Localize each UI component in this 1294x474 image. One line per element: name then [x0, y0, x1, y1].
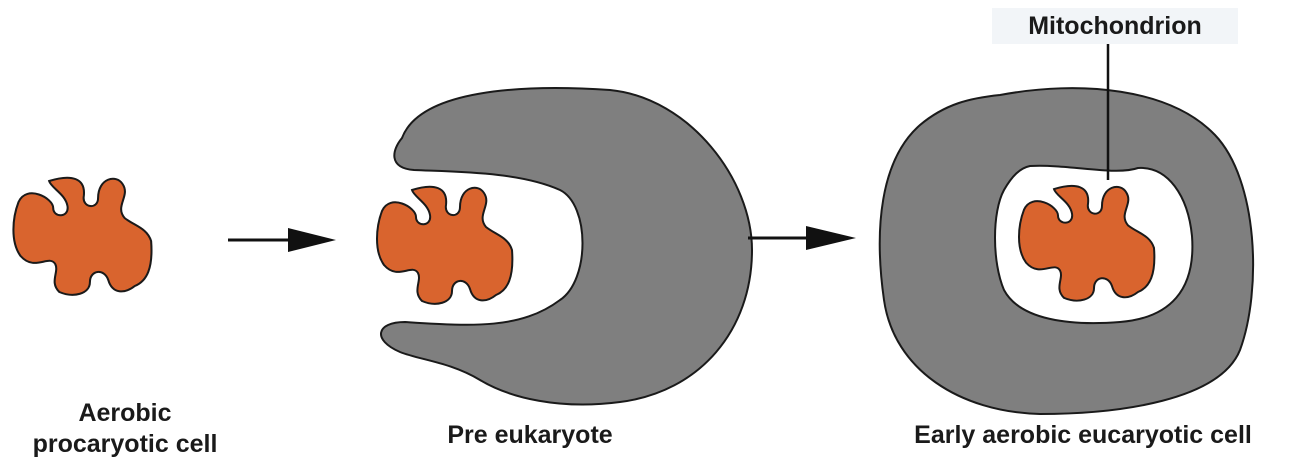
arrow-2: [748, 226, 856, 250]
bacterium-stage1: [13, 178, 151, 295]
bacterium-stage2: [377, 187, 512, 304]
arrow-1: [228, 228, 336, 252]
label-line-1: Aerobic: [0, 398, 250, 429]
label-pre-eukaryote: Pre eukaryote: [400, 420, 660, 451]
label-mitochondrion: Mitochondrion: [992, 8, 1238, 44]
label-aerobic-procaryotic-cell: Aerobic procaryotic cell: [0, 398, 250, 461]
label-early-aerobic-eucaryotic-cell: Early aerobic eucaryotic cell: [872, 420, 1294, 451]
label-line-2: procaryotic cell: [0, 429, 250, 460]
